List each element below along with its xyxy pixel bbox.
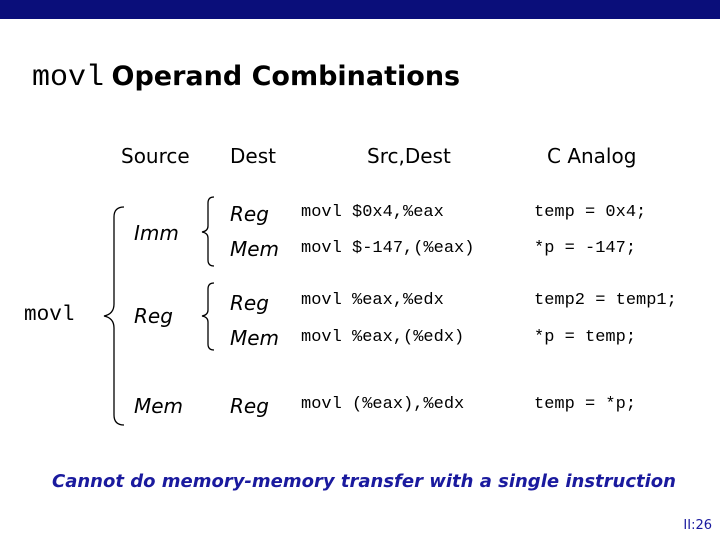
header-c-analog: C Analog — [547, 144, 637, 168]
slide-title: movl Operand Combinations — [32, 56, 460, 98]
row2-instruction: movl $-147,(%eax) — [301, 239, 475, 258]
row5-dest: Reg — [230, 394, 269, 418]
movl-side-label: movl — [24, 304, 75, 327]
row3-instruction: movl %eax,%edx — [301, 291, 444, 310]
row2-c-analog: *p = -147; — [534, 239, 637, 258]
imm-brace — [201, 196, 215, 267]
reg-brace — [201, 282, 215, 351]
row5-instruction: movl (%eax),%edx — [301, 395, 465, 414]
row1-instruction: movl $0x4,%eax — [301, 203, 444, 222]
top-bar — [0, 0, 720, 19]
source-reg: Reg — [134, 304, 173, 328]
outer-brace — [103, 206, 125, 426]
row4-instruction: movl %eax,(%edx) — [301, 328, 465, 347]
title-mnemonic: movl — [32, 61, 105, 95]
memory-transfer-note: Cannot do memory-memory transfer with a … — [52, 471, 676, 492]
row5-c-analog: temp = *p; — [534, 395, 637, 414]
page-number: II:26 — [683, 518, 712, 533]
header-src-dest: Src,Dest — [367, 144, 451, 168]
title-text: Operand Combinations — [111, 61, 461, 92]
row1-c-analog: temp = 0x4; — [534, 203, 647, 222]
header-dest: Dest — [230, 144, 276, 168]
header-source: Source — [121, 144, 190, 168]
row2-dest: Mem — [230, 237, 280, 261]
row4-c-analog: *p = temp; — [534, 328, 637, 347]
row3-dest: Reg — [230, 291, 269, 315]
row1-dest: Reg — [230, 202, 269, 226]
source-imm: Imm — [134, 221, 179, 245]
source-mem: Mem — [134, 394, 184, 418]
row3-c-analog: temp2 = temp1; — [534, 291, 677, 310]
row4-dest: Mem — [230, 326, 280, 350]
